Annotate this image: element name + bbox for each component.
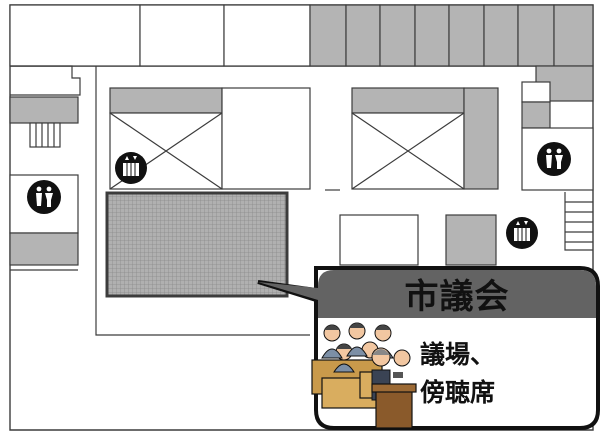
left-rooms	[9, 65, 81, 271]
assembly-hall-room[interactable]	[105, 191, 289, 298]
assembly-callout	[257, 266, 600, 430]
stairs-icon	[29, 122, 61, 148]
elevator-icon	[115, 152, 147, 184]
restroom-icon	[537, 142, 571, 176]
assembly-members-illustration	[311, 322, 417, 429]
top-rooms	[9, 4, 594, 67]
elevator-icon	[506, 217, 538, 249]
callout-line: 議場、	[420, 340, 496, 369]
callout-description: 議場、 傍聴席	[420, 336, 495, 412]
restroom-icon	[27, 180, 61, 214]
callout-line: 傍聴席	[420, 378, 496, 407]
callout-title: 市議会	[404, 276, 510, 317]
right-rooms	[521, 65, 594, 251]
